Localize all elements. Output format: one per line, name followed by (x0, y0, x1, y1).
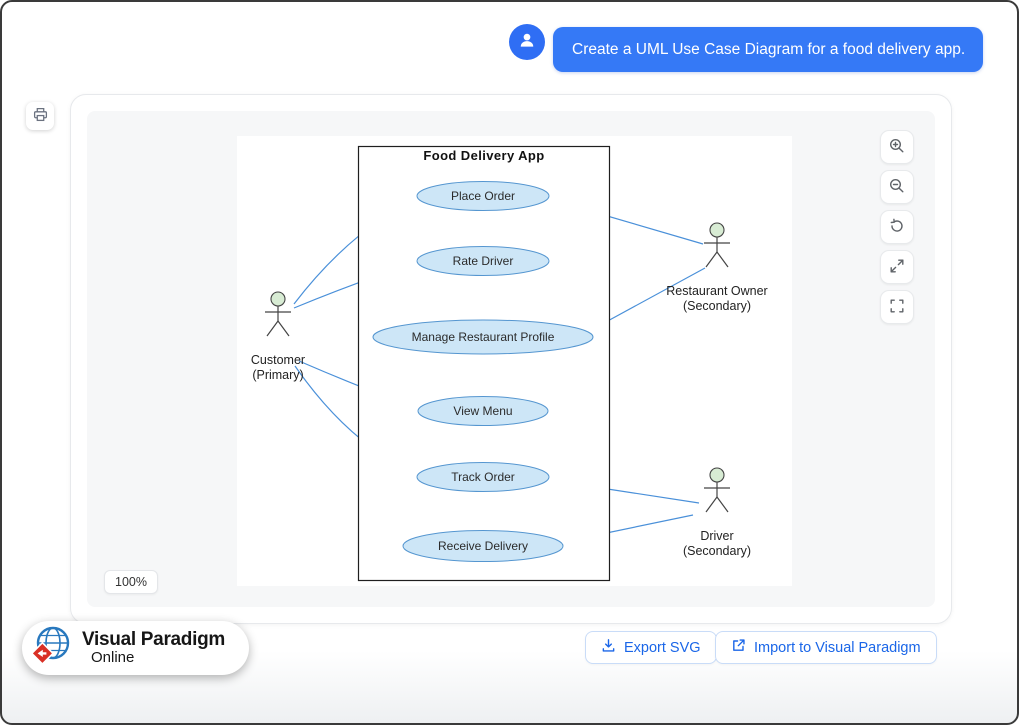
brand-subname: Online (91, 649, 135, 667)
use-case-label: View Menu (453, 404, 512, 418)
association-manage-profile-restaurant-owner (592, 267, 706, 330)
zoom-out-icon (889, 178, 905, 197)
zoom-out-button[interactable] (880, 170, 914, 204)
use-case-label: Rate Driver (453, 254, 514, 268)
visual-paradigm-logo[interactable]: Visual Paradigm Online (22, 621, 249, 675)
actor-name-label: Driver (700, 529, 733, 543)
system-boundary (357, 145, 611, 582)
external-link-icon (731, 638, 746, 657)
brand-text: Visual Paradigm Online (82, 630, 225, 666)
actor-driver: Driver (Secondary) (683, 467, 751, 558)
use-case-label: Track Order (451, 470, 515, 484)
fullscreen-button[interactable] (880, 290, 914, 324)
expand-icon (889, 258, 905, 277)
reset-view-icon (889, 218, 905, 237)
use-case-label: Manage Restaurant Profile (412, 330, 555, 344)
user-avatar (509, 24, 545, 60)
use-case-place-order: Place Order (416, 181, 550, 211)
import-label: Import to Visual Paradigm (754, 639, 921, 656)
uml-use-case-diagram: Food Delivery App Place Order Rate Drive… (237, 136, 792, 586)
zoom-in-button[interactable] (880, 130, 914, 164)
actor-name-label: Restaurant Owner (666, 284, 767, 298)
zoom-in-icon (889, 138, 905, 157)
use-case-rate-driver: Rate Driver (416, 246, 550, 276)
canvas-controls (880, 130, 914, 324)
use-case-receive-delivery: Receive Delivery (402, 530, 564, 562)
brand-name: Visual Paradigm (82, 629, 225, 651)
actor-role-label: (Primary) (252, 368, 303, 382)
use-case-manage-restaurant-profile: Manage Restaurant Profile (372, 319, 594, 355)
import-to-visual-paradigm-button[interactable]: Import to Visual Paradigm (715, 631, 937, 664)
printer-icon (33, 107, 48, 125)
zoom-level-label: 100% (104, 570, 158, 594)
download-icon (601, 638, 616, 657)
diagram-panel: Food Delivery App Place Order Rate Drive… (70, 94, 952, 624)
use-case-label: Place Order (451, 189, 515, 203)
use-case-track-order: Track Order (416, 462, 550, 492)
printer-button[interactable] (26, 102, 54, 130)
chat-message-bubble: Create a UML Use Case Diagram for a food… (553, 27, 983, 72)
actor-role-label: (Secondary) (683, 299, 751, 313)
expand-button[interactable] (880, 250, 914, 284)
user-icon (517, 30, 537, 55)
actor-name-label: Customer (251, 353, 305, 367)
actor-restaurant-owner: Restaurant Owner (Secondary) (666, 222, 768, 313)
export-svg-label: Export SVG (624, 639, 701, 656)
diagram-title: Food Delivery App (423, 148, 544, 163)
diagram-viewport[interactable]: Food Delivery App Place Order Rate Drive… (87, 111, 935, 607)
use-case-label: Receive Delivery (438, 539, 528, 553)
export-svg-button[interactable]: Export SVG (585, 631, 717, 664)
reset-view-button[interactable] (880, 210, 914, 244)
visual-paradigm-logo-icon (30, 624, 74, 673)
fullscreen-icon (889, 298, 905, 317)
actor-role-label: (Secondary) (683, 544, 751, 558)
use-case-view-menu: View Menu (417, 396, 549, 426)
actor-customer: Customer (Primary) (251, 291, 305, 382)
